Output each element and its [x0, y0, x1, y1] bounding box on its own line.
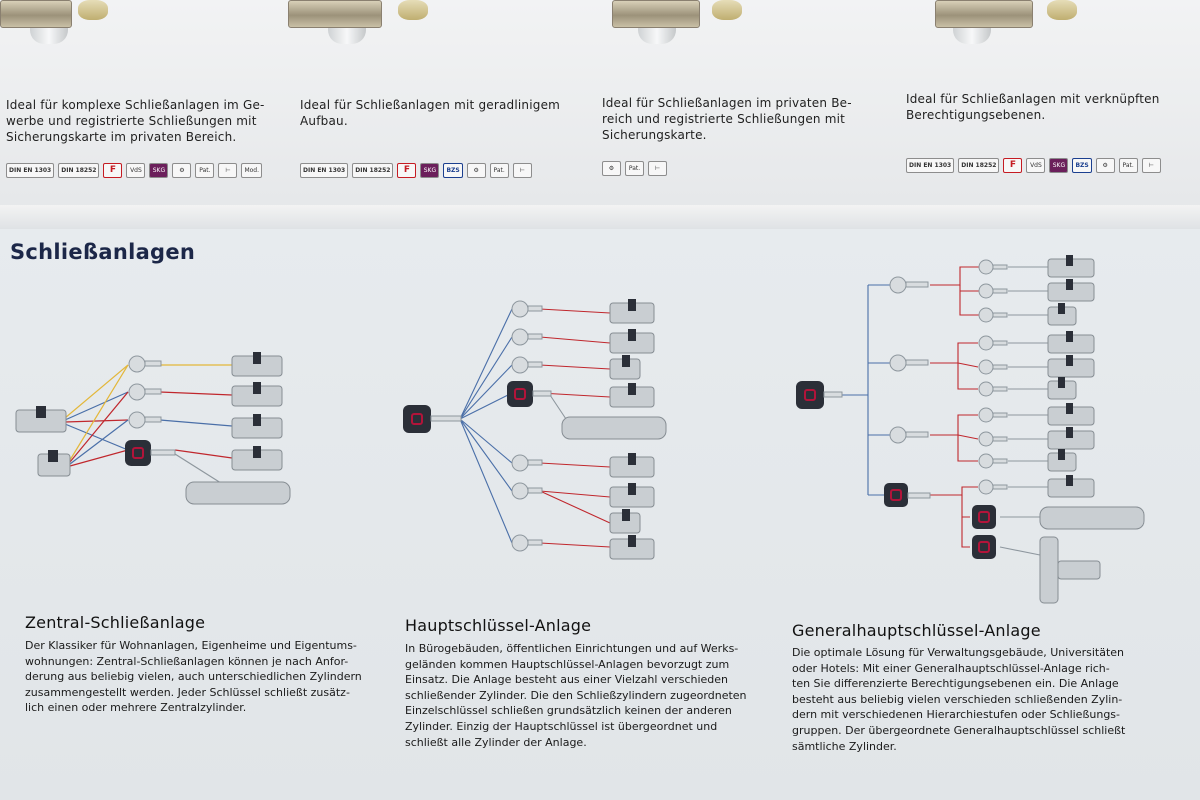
- certification-badge: ⚙: [172, 163, 192, 178]
- certification-badge: SKG: [1049, 158, 1069, 173]
- section-text-central: Der Klassiker für Wohnanlagen, Eigenheim…: [25, 639, 362, 715]
- section-title-central: Zentral-Schließanlage: [25, 613, 206, 632]
- panel-divider: [0, 205, 1200, 229]
- certification-badge: ⊢: [218, 163, 238, 178]
- certification-badge: VdS: [1026, 158, 1046, 173]
- central-cylinder-icon: [15, 406, 67, 433]
- certification-badge: Pat.: [195, 163, 215, 178]
- certification-badge: DIN EN 1303: [906, 158, 955, 173]
- product-photo-4: [935, 0, 1085, 44]
- section-text-grand-master: Die optimale Lösung für Verwaltungsgebäu…: [792, 646, 1126, 753]
- certification-badge: F: [397, 163, 417, 178]
- grand-master-key-icon: [796, 381, 843, 409]
- certification-badges-3: ⚙ Pat. ⊢: [602, 161, 667, 176]
- certification-badge: Mod.: [241, 163, 263, 178]
- product-description-1: Ideal für komplexe Schließanlagen im Ge-…: [6, 98, 265, 144]
- product-description-3: Ideal für Schließanlagen im privaten Be-…: [602, 96, 852, 142]
- certification-badge: DIN EN 1303: [6, 163, 55, 178]
- certification-badge: ⊢: [1141, 158, 1161, 173]
- certification-badge: DIN EN 1303: [300, 163, 349, 178]
- product-panel: Ideal für komplexe Schließanlagen im Ge-…: [0, 0, 1200, 205]
- certification-badge: ⚙: [602, 161, 621, 176]
- product-description-2: Ideal für Schließanlagen mit geradlinige…: [300, 98, 561, 128]
- info-board: [0, 229, 1200, 800]
- certification-badge: SKG: [420, 163, 440, 178]
- certification-badge: DIN 18252: [58, 163, 100, 178]
- certification-badge: VdS: [126, 163, 146, 178]
- certification-badge: F: [103, 163, 123, 178]
- certification-badge: ⊢: [648, 161, 667, 176]
- certification-badge: DIN 18252: [352, 163, 394, 178]
- certification-badge: ⊢: [512, 163, 532, 178]
- central-locking-diagram: [15, 352, 291, 505]
- certification-badge: Pat.: [625, 161, 644, 176]
- product-photo-1: [0, 0, 120, 44]
- product-photo-3: [612, 0, 762, 44]
- certification-badge: Pat.: [1118, 158, 1138, 173]
- master-key-icon: [125, 440, 176, 466]
- page-title: Schließanlagen: [10, 240, 196, 264]
- certification-badge: ⚙: [1095, 158, 1115, 173]
- certification-badge: DIN 18252: [958, 158, 1000, 173]
- product-photo-2: [288, 0, 438, 44]
- certification-badge: ⚙: [466, 163, 486, 178]
- central-cylinder-icon: [37, 450, 71, 477]
- section-text-master: In Bürogebäuden, öffentlichen Einrichtun…: [405, 642, 747, 749]
- master-key-diagram: [403, 299, 667, 560]
- certification-badge: BZS: [1072, 158, 1092, 173]
- certification-badge: Pat.: [489, 163, 509, 178]
- section-title-master: Hauptschlüssel-Anlage: [405, 616, 592, 635]
- product-description-4: Ideal für Schließanlagen mit verknüpften…: [906, 92, 1160, 122]
- certification-badge: SKG: [149, 163, 169, 178]
- section-title-grand-master: Generalhauptschlüssel-Anlage: [792, 621, 1041, 640]
- grand-master-key-diagram: [796, 255, 1145, 604]
- certification-badge: F: [1003, 158, 1023, 173]
- certification-badge: BZS: [443, 163, 463, 178]
- master-key-icon: [403, 405, 462, 433]
